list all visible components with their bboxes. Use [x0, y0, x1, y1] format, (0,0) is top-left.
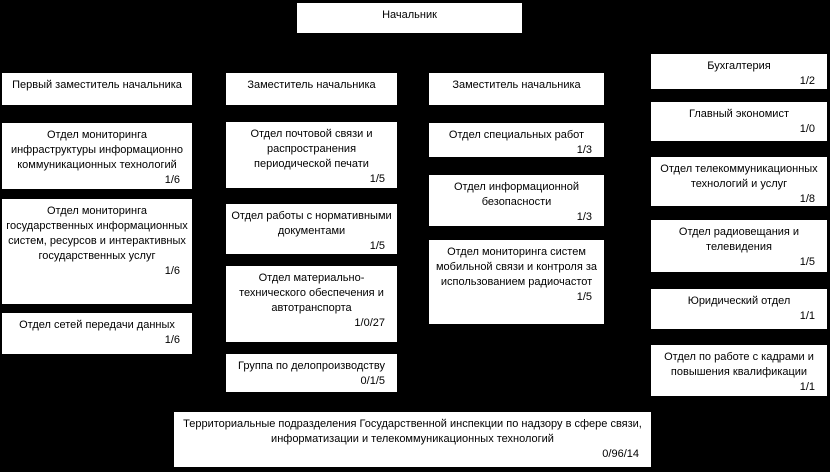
staff-count: 1/8 [799, 193, 815, 205]
staff-count: 1/1 [799, 310, 815, 322]
box-ikt-infrastructure-monitoring: Отдел мониторинга инфраструктуры информа… [1, 122, 193, 190]
staff-count: 1/0 [799, 123, 815, 135]
staff-count: 0/96/14 [602, 448, 639, 460]
box-logistics-transport: Отдел материально-технического обеспечен… [225, 265, 398, 343]
box-territorial-divisions: Территориальные подразделения Государств… [173, 411, 652, 468]
box-title: Отдел информационной безопасности [453, 181, 580, 208]
box-information-security: Отдел информационной безопасности 1/3 [428, 174, 605, 227]
box-chief-economist: Главный экономист 1/0 [650, 101, 828, 142]
box-title: Отдел мониторинга государственных информ… [6, 205, 188, 262]
box-title: Отдел специальных работ [448, 129, 585, 141]
box-records-group: Группа по делопроизводству 0/1/5 [225, 353, 398, 393]
box-legal: Юридический отдел 1/1 [650, 288, 828, 330]
box-telecom-technologies: Отдел телекоммуникационных технологий и … [650, 156, 828, 207]
box-title: Отдел работы с нормативными документами [231, 210, 392, 237]
box-title: Заместитель начальника [247, 79, 376, 91]
staff-count: 1/5 [369, 240, 385, 252]
box-title: Отдел почтовой связи и распространения п… [250, 128, 373, 170]
staff-count: 1/1 [799, 381, 815, 393]
box-title: Первый заместитель начальника [12, 79, 182, 91]
staff-count: 1/6 [164, 265, 180, 277]
box-title: Территориальные подразделения Государств… [183, 418, 642, 445]
box-mobile-radio-monitoring: Отдел мониторинга систем мобильной связи… [428, 239, 605, 325]
box-title: Начальник [382, 9, 437, 21]
box-title: Отдел телекоммуникационных технологий и … [660, 163, 818, 190]
box-title: Отдел сетей передачи данных [19, 319, 175, 331]
box-title: Отдел мониторинга инфраструктуры информа… [10, 129, 184, 171]
box-radio-tv: Отдел радиовещания и телевидения 1/5 [650, 219, 828, 273]
box-title: Заместитель начальника [452, 79, 581, 91]
box-postal-communications: Отдел почтовой связи и распространения п… [225, 121, 398, 189]
box-state-info-systems-monitoring: Отдел мониторинга государственных информ… [1, 198, 193, 305]
box-chief: Начальник [296, 2, 523, 34]
staff-count: 1/3 [576, 211, 592, 223]
box-title: Юридический отдел [687, 295, 791, 307]
box-title: Отдел мониторинга систем мобильной связи… [435, 246, 598, 288]
staff-count: 1/6 [164, 174, 180, 186]
box-title: Отдел по работе с кадрами и повышения кв… [664, 351, 814, 378]
staff-count: 1/5 [369, 173, 385, 185]
box-title: Главный экономист [688, 108, 789, 120]
staff-count: 1/3 [576, 144, 592, 156]
box-title: Бухгалтерия [707, 60, 771, 72]
box-first-deputy: Первый заместитель начальника [1, 72, 193, 106]
staff-count: 1/0/27 [354, 317, 385, 329]
box-special-works: Отдел специальных работ 1/3 [428, 122, 605, 158]
staff-count: 1/5 [576, 291, 592, 303]
box-title: Отдел радиовещания и телевидения [678, 226, 800, 253]
box-accounting: Бухгалтерия 1/2 [650, 53, 828, 90]
box-deputy-3: Заместитель начальника [428, 72, 605, 106]
staff-count: 0/1/5 [360, 375, 385, 387]
staff-count: 1/5 [799, 256, 815, 268]
box-normative-documents: Отдел работы с нормативными документами … [225, 203, 398, 255]
staff-count: 1/6 [164, 334, 180, 346]
box-data-networks: Отдел сетей передачи данных 1/6 [1, 312, 193, 355]
box-title: Группа по делопроизводству [238, 360, 385, 372]
staff-count: 1/2 [799, 75, 815, 87]
box-deputy-2: Заместитель начальника [225, 72, 398, 106]
box-title: Отдел материально-технического обеспечен… [239, 272, 384, 314]
box-hr-training: Отдел по работе с кадрами и повышения кв… [650, 344, 828, 397]
